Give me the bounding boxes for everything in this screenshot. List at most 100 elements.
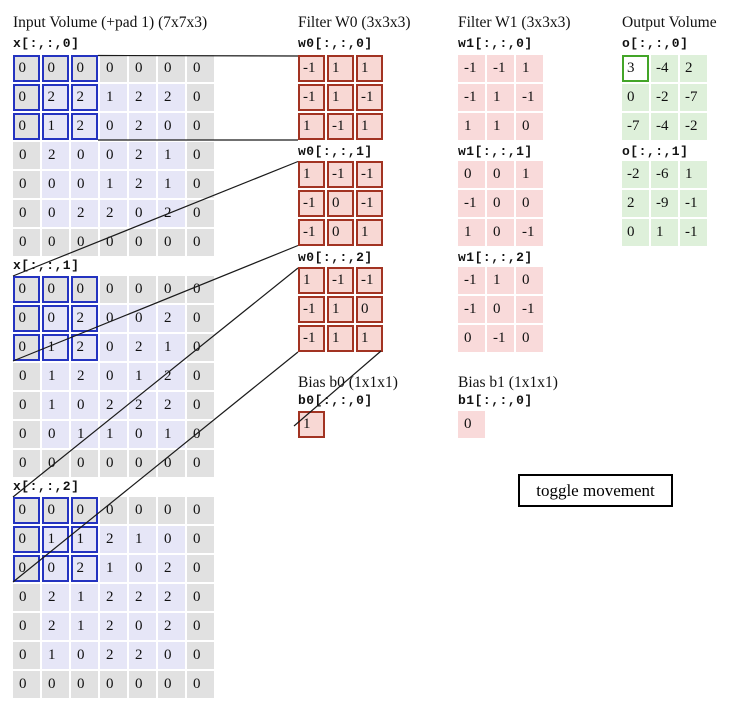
input-cell: 0	[129, 305, 156, 332]
input-cell: 0	[13, 113, 40, 140]
input-cell: 0	[42, 55, 69, 82]
filter0-cell: -1	[298, 55, 325, 82]
filter1-cell: 0	[487, 161, 514, 188]
input-cell: 2	[100, 200, 127, 227]
input-cell: 2	[71, 555, 98, 582]
input-cell: 0	[158, 113, 185, 140]
input-cell: 0	[187, 305, 214, 332]
input-cell: 0	[13, 392, 40, 419]
input-cell: 2	[129, 171, 156, 198]
input-volume-title: Input Volume (+pad 1) (7x7x3)	[13, 14, 208, 31]
input-cell: 0	[187, 55, 214, 82]
filter0-cell: -1	[356, 267, 383, 294]
input-cell: 0	[100, 276, 127, 303]
input-cell: 0	[13, 229, 40, 256]
input-cell: 0	[42, 305, 69, 332]
filter0-cell: -1	[327, 267, 354, 294]
input-cell: 1	[42, 113, 69, 140]
input-cell: 2	[158, 200, 185, 227]
input-slice2-label: x[:,:,2]	[13, 479, 80, 494]
filter1-cell: -1	[458, 296, 485, 323]
output-cell: 0	[622, 84, 649, 111]
output-cell: 1	[651, 219, 678, 246]
input-cell: 1	[100, 84, 127, 111]
input-cell: 0	[13, 363, 40, 390]
filter0-cell: -1	[356, 84, 383, 111]
input-cell: 0	[158, 642, 185, 669]
filter1-cell: 1	[458, 113, 485, 140]
input-cell: 0	[100, 497, 127, 524]
input-cell: 0	[13, 84, 40, 111]
input-cell: 2	[158, 305, 185, 332]
output-cell: 3	[622, 55, 649, 82]
input-cell: 0	[13, 526, 40, 553]
input-cell: 0	[187, 334, 214, 361]
input-cell: 2	[100, 642, 127, 669]
output-cell: -1	[680, 219, 707, 246]
input-cell: 0	[13, 276, 40, 303]
input-cell: 2	[129, 584, 156, 611]
filter1-cell: -1	[458, 84, 485, 111]
input-cell: 0	[187, 497, 214, 524]
filter0-cell: -1	[356, 190, 383, 217]
input-cell: 0	[13, 200, 40, 227]
input-cell: 2	[158, 84, 185, 111]
input-cell: 0	[71, 229, 98, 256]
input-cell: 0	[158, 671, 185, 698]
filter0-cell: 0	[327, 190, 354, 217]
input-cell: 1	[42, 363, 69, 390]
input-cell: 0	[187, 450, 214, 477]
filter1-cell: 1	[516, 55, 543, 82]
input-cell: 0	[187, 642, 214, 669]
filter1-cell: -1	[458, 267, 485, 294]
input-cell: 0	[13, 613, 40, 640]
input-cell: 0	[71, 142, 98, 169]
filter1-cell: 0	[458, 161, 485, 188]
input-cell: 2	[42, 142, 69, 169]
filter0-cell: 1	[356, 113, 383, 140]
output-cell: -7	[622, 113, 649, 140]
filter0-cell: 0	[356, 296, 383, 323]
input-cell: 0	[13, 584, 40, 611]
output-cell: -6	[651, 161, 678, 188]
output-cell: 0	[622, 219, 649, 246]
input-cell: 2	[100, 392, 127, 419]
input-cell: 0	[100, 305, 127, 332]
input-cell: 0	[42, 171, 69, 198]
w0-slice1-label: w0[:,:,1]	[298, 144, 373, 159]
toggle-movement-button[interactable]: toggle movement	[518, 474, 673, 507]
output-cell: -4	[651, 113, 678, 140]
input-cell: 0	[13, 421, 40, 448]
output-cell: 2	[680, 55, 707, 82]
input-cell: 2	[158, 555, 185, 582]
input-cell: 0	[158, 229, 185, 256]
w0-slice2-label: w0[:,:,2]	[298, 250, 373, 265]
input-cell: 0	[129, 421, 156, 448]
input-cell: 0	[100, 113, 127, 140]
filter1-cell: 0	[516, 190, 543, 217]
input-cell: 0	[187, 84, 214, 111]
input-cell: 1	[100, 555, 127, 582]
input-cell: 0	[42, 229, 69, 256]
input-cell: 0	[13, 305, 40, 332]
input-cell: 2	[100, 584, 127, 611]
filter1-cell: 0	[487, 219, 514, 246]
filter0-cell: 1	[327, 325, 354, 352]
input-cell: 2	[100, 613, 127, 640]
filter0-cell: 1	[298, 267, 325, 294]
input-cell: 0	[129, 613, 156, 640]
input-cell: 0	[13, 55, 40, 82]
filter0-cell: 1	[298, 113, 325, 140]
input-cell: 0	[13, 334, 40, 361]
input-cell: 0	[71, 671, 98, 698]
input-cell: 0	[42, 200, 69, 227]
filter1-cell: 1	[516, 161, 543, 188]
input-cell: 2	[71, 334, 98, 361]
input-cell: 0	[42, 276, 69, 303]
filter0-cell: 1	[356, 55, 383, 82]
input-cell: 1	[42, 392, 69, 419]
